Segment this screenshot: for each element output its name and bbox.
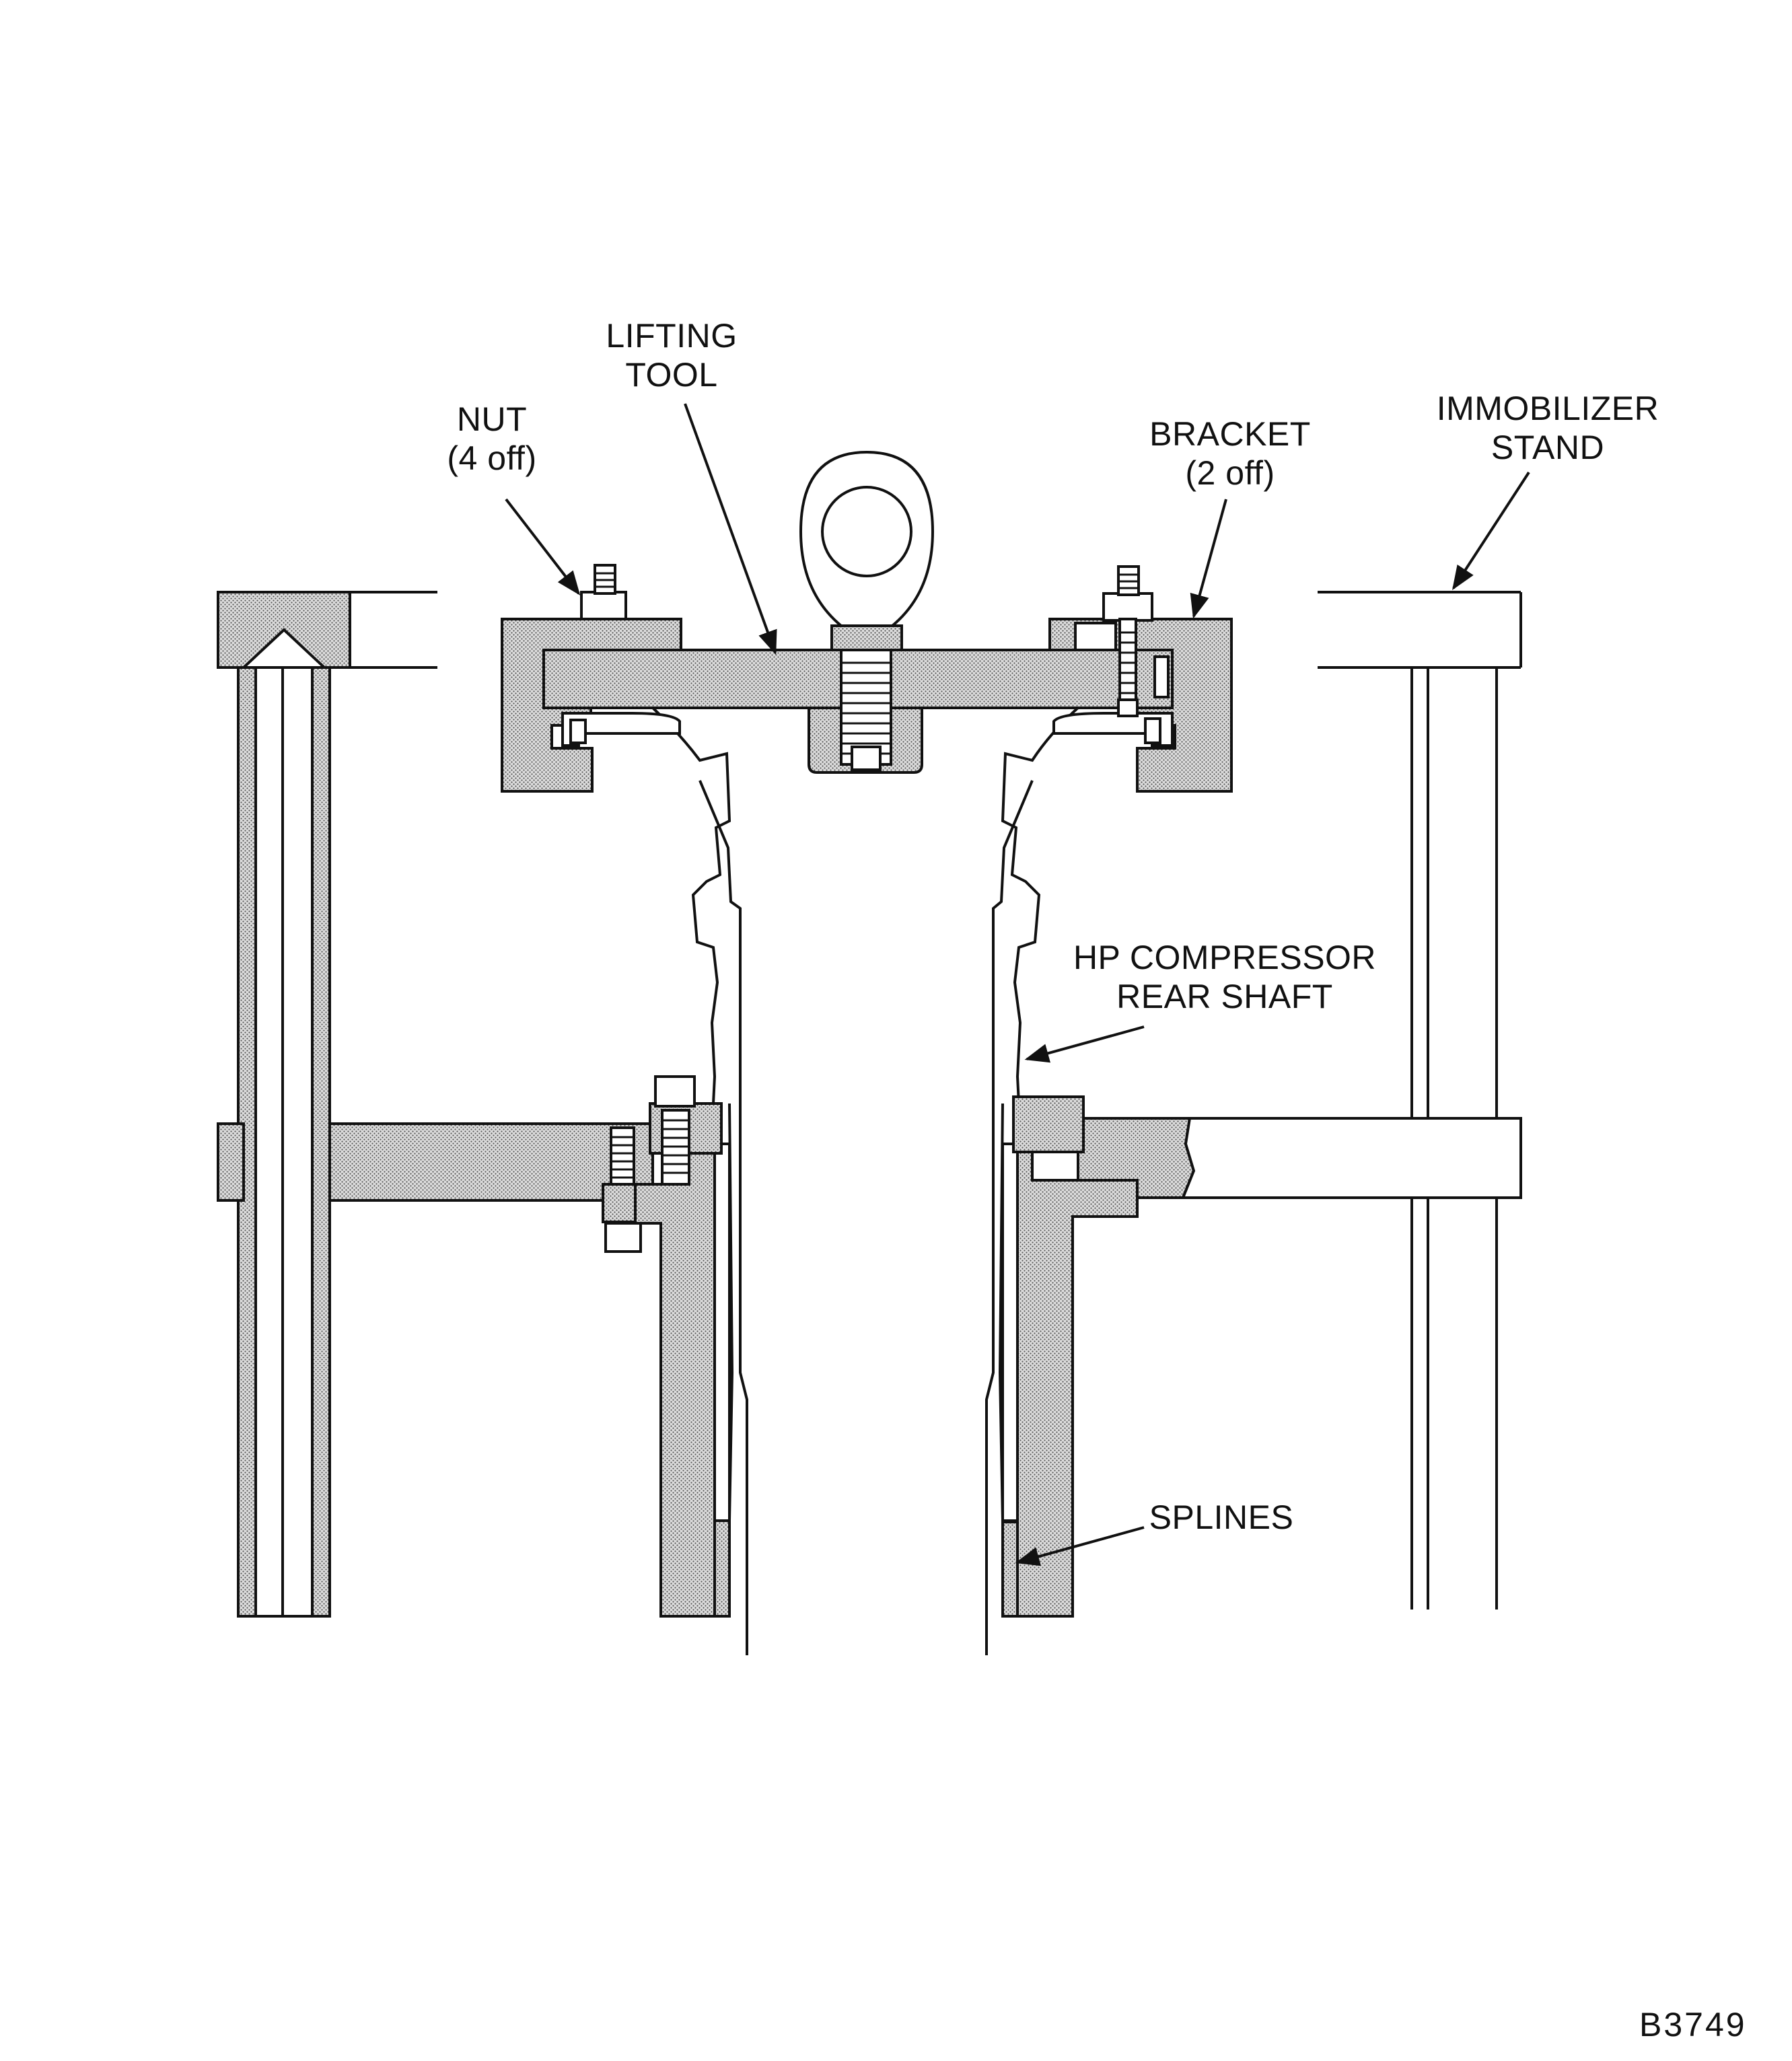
- right-stand-column: [1318, 591, 1522, 1610]
- label-immobilizer-stand-line2: STAND: [1491, 429, 1605, 466]
- left-bolt-lower: [602, 1126, 642, 1253]
- right-bracket: [1048, 618, 1233, 793]
- label-splines: SPLINES: [1137, 1498, 1305, 1537]
- label-hp-compressor-line2: REAR SHAFT: [1116, 978, 1333, 1015]
- left-bolt-upper: [649, 1075, 723, 1186]
- left-stand-arm: [217, 1122, 654, 1202]
- label-nut-line1: NUT: [456, 400, 528, 438]
- label-immobilizer-stand: IMMOBILIZER STAND: [1420, 389, 1676, 467]
- eye-bolt: [799, 450, 935, 651]
- label-hp-compressor-rear-shaft: HP COMPRESSOR REAR SHAFT: [1050, 938, 1400, 1016]
- label-lifting-tool-line1: LIFTING: [606, 317, 738, 355]
- leader-nut: [505, 498, 581, 595]
- label-splines-line1: SPLINES: [1149, 1498, 1294, 1536]
- label-nut: NUT (4 off): [421, 400, 563, 478]
- leader-lines: [505, 403, 1530, 1566]
- label-bracket-line2: (2 off): [1185, 454, 1275, 492]
- figure-number: B3749: [1639, 2006, 1747, 2044]
- right-stand-arm: [1077, 1117, 1522, 1199]
- right-support-collar: [1001, 1095, 1139, 1618]
- lifting-tool-bar: [542, 645, 1174, 774]
- label-bracket-line1: BRACKET: [1149, 415, 1311, 453]
- label-nut-line2: (4 off): [447, 439, 537, 477]
- left-nut: [580, 564, 627, 620]
- leader-bracket: [1190, 499, 1227, 619]
- leader-hp-compressor-rear-shaft: [1024, 1025, 1145, 1063]
- label-bracket: BRACKET (2 off): [1136, 414, 1324, 493]
- label-hp-compressor-line1: HP COMPRESSOR: [1073, 939, 1377, 976]
- label-immobilizer-stand-line1: IMMOBILIZER: [1436, 390, 1659, 427]
- left-bracket: [501, 618, 682, 793]
- right-nut: [1102, 565, 1170, 717]
- label-lifting-tool: LIFTING TOOL: [584, 316, 759, 394]
- left-stand-column: [217, 591, 437, 1618]
- leader-splines: [1015, 1526, 1145, 1566]
- leader-immobilizer-stand: [1452, 471, 1530, 591]
- leader-lifting-tool: [684, 403, 777, 655]
- left-support-collar: [611, 1143, 731, 1618]
- label-lifting-tool-line2: TOOL: [625, 356, 718, 394]
